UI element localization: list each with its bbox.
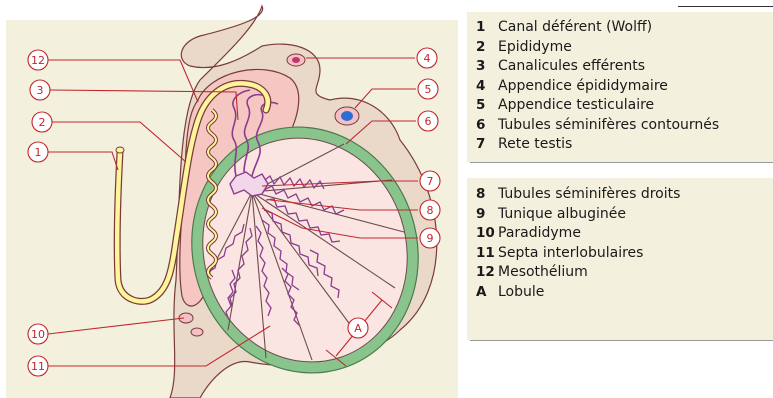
- canal-deferent-tip: [116, 147, 124, 153]
- callout-A: A: [348, 318, 368, 338]
- svg-text:12: 12: [31, 54, 45, 67]
- svg-text:4: 4: [424, 52, 431, 65]
- legend-label: Mesothélium: [498, 263, 588, 283]
- svg-text:9: 9: [427, 232, 434, 245]
- callout-4: 4: [417, 48, 437, 68]
- legend-label: Tunique albuginée: [498, 205, 626, 225]
- callout-2: 2: [32, 112, 52, 132]
- legend-number: 10: [476, 224, 498, 244]
- svg-text:6: 6: [425, 115, 432, 128]
- svg-text:5: 5: [425, 83, 432, 96]
- legend-number: 9: [476, 205, 498, 225]
- svg-text:A: A: [354, 322, 362, 335]
- legend-number: 11: [476, 244, 498, 264]
- legend-divider: [470, 162, 773, 163]
- svg-text:1: 1: [35, 146, 42, 159]
- top-rule: [678, 6, 773, 7]
- callout-10: 10: [28, 324, 48, 344]
- callout-3: 3: [30, 80, 50, 100]
- legend-label: Tubules séminifères contournés: [498, 116, 719, 136]
- callout-9: 9: [420, 228, 440, 248]
- legend-label: Paradidyme: [498, 224, 581, 244]
- callout-8: 8: [420, 200, 440, 220]
- legend-label: Canalicules efférents: [498, 57, 645, 77]
- legend-label: Canal déférent (Wolff): [498, 18, 652, 38]
- svg-text:2: 2: [39, 116, 46, 129]
- svg-text:11: 11: [31, 360, 45, 373]
- legend-label: Appendice testiculaire: [498, 96, 654, 116]
- legend-label: Septa interlobulaires: [498, 244, 643, 264]
- legend-label: Rete testis: [498, 135, 572, 155]
- legend-number: 3: [476, 57, 498, 77]
- svg-text:3: 3: [37, 84, 44, 97]
- legend-number: 8: [476, 185, 498, 205]
- legend-number: 5: [476, 96, 498, 116]
- callout-1: 1: [28, 142, 48, 162]
- callout-6: 6: [418, 111, 438, 131]
- svg-text:10: 10: [31, 328, 45, 341]
- legend-label: Appendice épididymaire: [498, 77, 668, 97]
- legend-number: 4: [476, 77, 498, 97]
- legend-number: 2: [476, 38, 498, 58]
- testis-diagram: 12 3 2 1 4 5 6 7: [0, 0, 460, 398]
- legend-divider-bottom: [470, 340, 773, 341]
- legend-number: 1: [476, 18, 498, 38]
- legend-label: Tubules séminifères droits: [498, 185, 680, 205]
- callout-7: 7: [420, 171, 440, 191]
- legend-number: A: [476, 283, 498, 303]
- callout-11: 11: [28, 356, 48, 376]
- svg-text:7: 7: [427, 175, 434, 188]
- legend-label: Epididyme: [498, 38, 572, 58]
- legend-number: 7: [476, 135, 498, 155]
- legend-label: Lobule: [498, 283, 544, 303]
- callout-5: 5: [418, 79, 438, 99]
- legend-number: 6: [476, 116, 498, 136]
- svg-text:8: 8: [427, 204, 434, 217]
- callout-12: 12: [28, 50, 48, 70]
- legend-number: 12: [476, 263, 498, 283]
